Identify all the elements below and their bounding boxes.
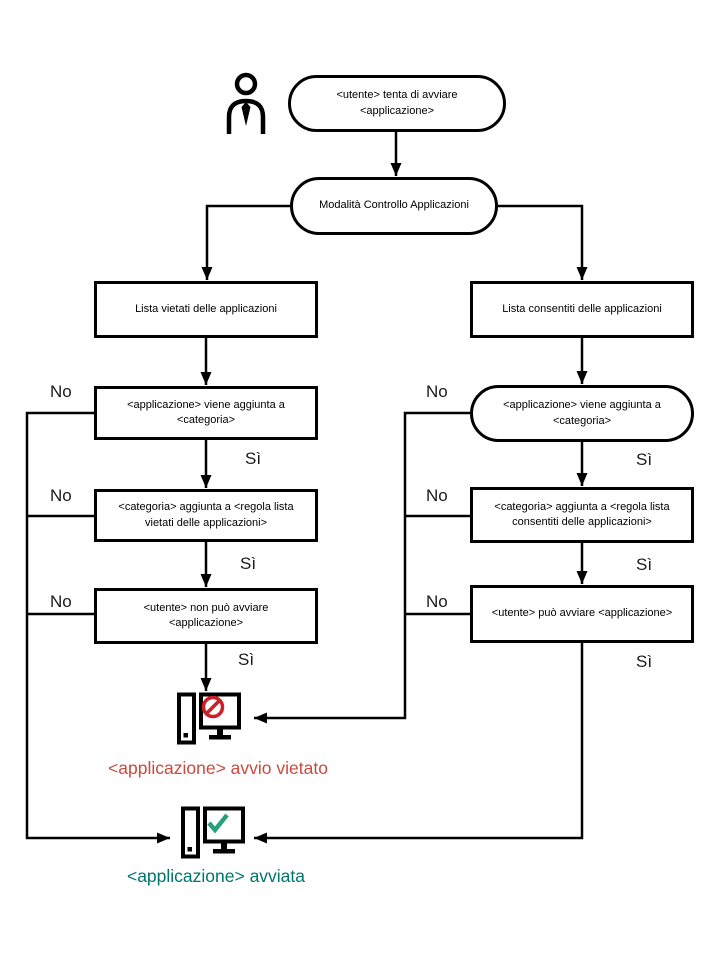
yes-label: Sì	[238, 650, 255, 669]
allowlist-node: Lista consentiti delle applicazioni	[470, 281, 694, 338]
no-label: No	[50, 486, 72, 505]
deny-step-category-node: <applicazione> viene aggiunta a <categor…	[94, 386, 318, 440]
allow-step-result-node: <utente> può avviare <applicazione>	[470, 585, 694, 643]
yes-label: Sì	[240, 554, 257, 573]
allow-step-result-label: <utente> può avviare <applicazione>	[491, 607, 673, 620]
deny-step-result-node: <utente> non può avviare <applicazione>	[94, 588, 318, 644]
allow-step-category-node: <applicazione> viene aggiunta a <categor…	[470, 385, 694, 442]
allow-step-rule-label: <categoria> aggiunta a <regola lista con…	[494, 500, 670, 528]
allowlist-node-label: Lista consentiti delle applicazioni	[502, 302, 662, 315]
user-icon	[225, 72, 267, 136]
no-label: No	[426, 382, 448, 401]
mode-node: Modalità Controllo Applicazioni	[290, 177, 498, 235]
no-label: No	[426, 592, 448, 611]
allow-step-category-label: <applicazione> viene aggiunta a <categor…	[503, 399, 661, 427]
no-label: No	[50, 382, 72, 401]
allowed-caption: <applicazione> avviata	[126, 866, 306, 886]
blocked-caption: <applicazione> avvio vietato	[108, 758, 328, 778]
denylist-node: Lista vietati delle applicazioni	[94, 281, 318, 338]
yes-label: Sì	[636, 652, 653, 671]
start-node: <utente> tenta di avviare <applicazione>	[288, 75, 506, 132]
yes-label: Sì	[636, 555, 653, 574]
denylist-node-label: Lista vietati delle applicazioni	[135, 302, 277, 315]
computer-blocked-icon	[176, 692, 242, 750]
yes-label: Sì	[245, 449, 262, 468]
computer-allowed-icon	[180, 806, 246, 864]
mode-node-label: Modalità Controllo Applicazioni	[319, 199, 469, 212]
deny-step-result-label: <utente> non può avviare <applicazione>	[143, 601, 269, 629]
deny-step-category-label: <applicazione> viene aggiunta a <categor…	[127, 398, 285, 426]
deny-step-rule-label: <categoria> aggiunta a <regola lista vie…	[118, 501, 294, 529]
start-node-label: <utente> tenta di avviare <applicazione>	[336, 89, 458, 117]
allow-step-rule-node: <categoria> aggiunta a <regola lista con…	[470, 487, 694, 543]
no-label: No	[426, 486, 448, 505]
no-label: No	[50, 592, 72, 611]
yes-label: Sì	[636, 450, 653, 469]
deny-step-rule-node: <categoria> aggiunta a <regola lista vie…	[94, 489, 318, 542]
